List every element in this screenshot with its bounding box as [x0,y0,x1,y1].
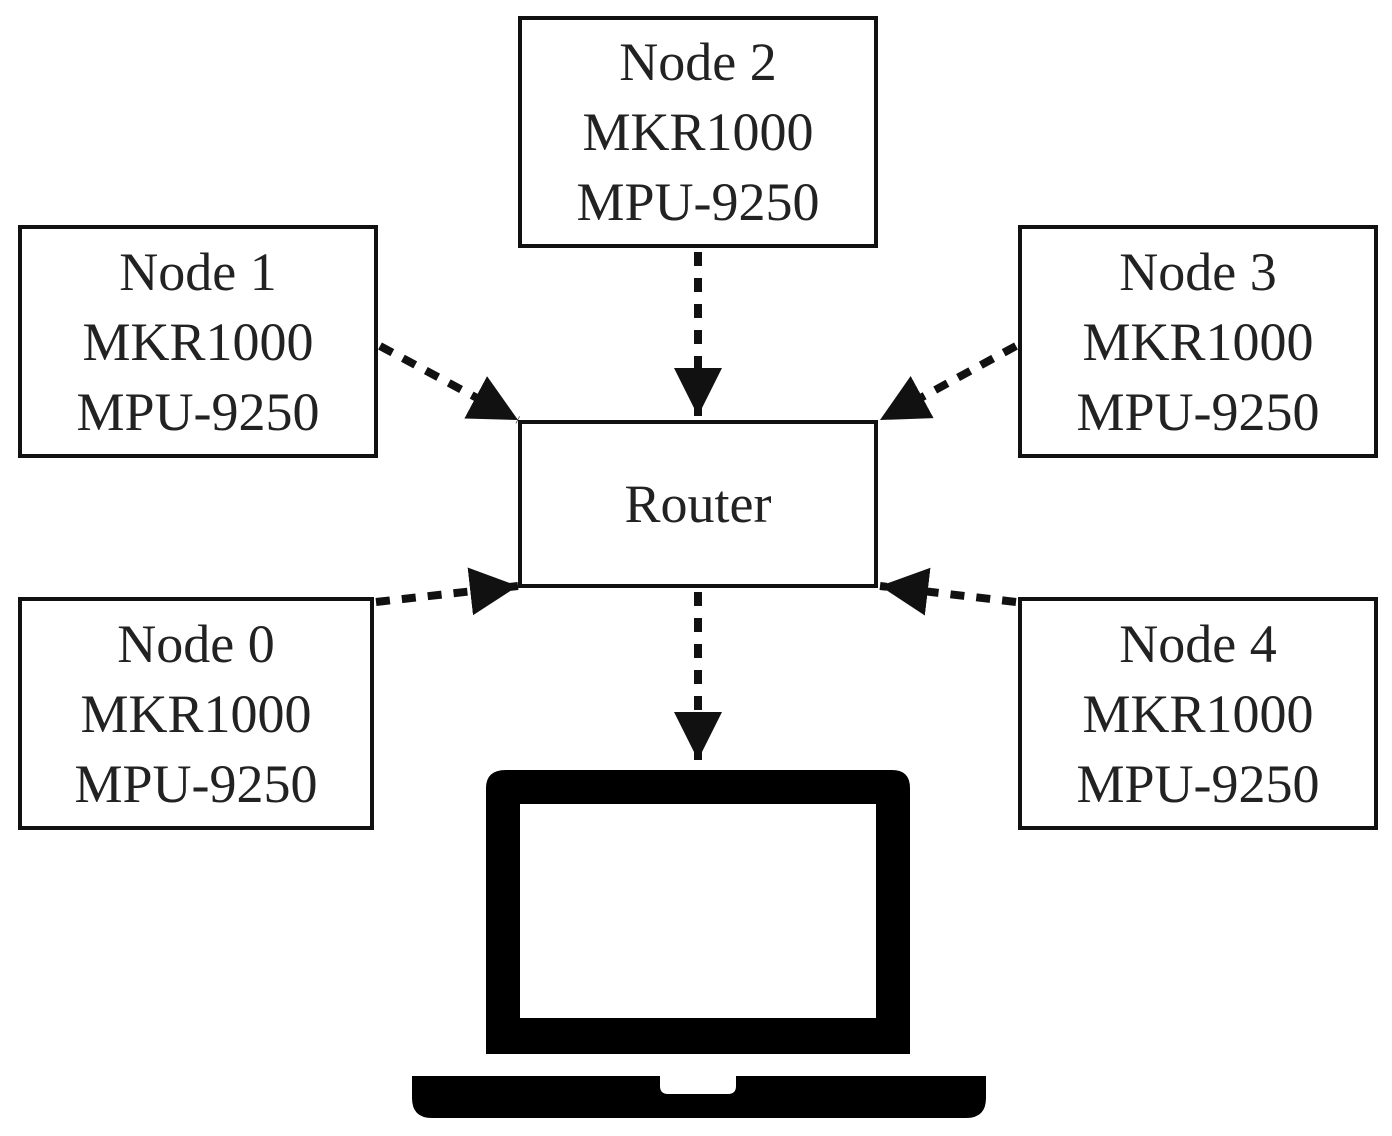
laptop-icon [412,770,986,1118]
arrow-node1-to-router [378,342,520,424]
node-4-box: Node 4 MKR1000 MPU-9250 [1018,597,1378,830]
router-box: Router [518,420,878,588]
node-name: Node 1 [119,241,277,302]
node-sensor: MPU-9250 [1076,753,1320,814]
node-name: Node 3 [1119,241,1277,302]
node-2-box: Node 2 MKR1000 MPU-9250 [518,16,878,248]
laptop-base [412,1076,986,1118]
node-sensor: MPU-9250 [1076,381,1320,442]
node-0-box: Node 0 MKR1000 MPU-9250 [18,597,374,830]
arrow-node3-to-router [878,342,1018,424]
node-3-box: Node 3 MKR1000 MPU-9250 [1018,225,1378,458]
router-label: Router [624,474,772,534]
node-sensor: MPU-9250 [76,381,320,442]
node-name: Node 4 [1119,613,1277,674]
node-sensor: MPU-9250 [74,753,318,814]
node-name: Node 2 [619,32,777,92]
node-board: MKR1000 [582,102,814,162]
node-board: MKR1000 [1082,683,1314,744]
node-sensor: MPU-9250 [576,172,820,232]
node-board: MKR1000 [1082,311,1314,372]
node-board: MKR1000 [80,683,312,744]
node-board: MKR1000 [82,311,314,372]
arrow-node0-to-router [375,567,519,616]
arrow-node4-to-router [879,567,1017,616]
laptop-screen [486,770,910,1054]
node-name: Node 0 [117,613,275,674]
node-1-box: Node 1 MKR1000 MPU-9250 [18,225,378,458]
